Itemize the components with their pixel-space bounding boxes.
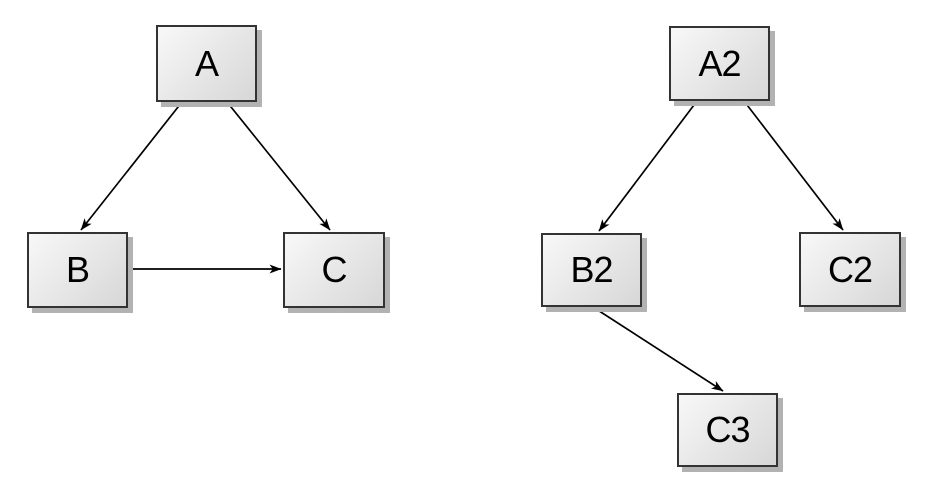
node-label-C2: C2 bbox=[827, 248, 873, 290]
node-A: A bbox=[156, 25, 257, 102]
node-C3: C3 bbox=[677, 393, 778, 467]
node-label-A: A bbox=[194, 42, 219, 84]
node-label-C: C bbox=[321, 249, 348, 290]
node-B2: B2 bbox=[541, 233, 642, 307]
node-A2: A2 bbox=[669, 26, 770, 101]
node-B: B bbox=[27, 232, 128, 308]
node-C2: C2 bbox=[799, 232, 901, 307]
node-label-B2: B2 bbox=[570, 249, 613, 290]
node-label-B: B bbox=[65, 249, 90, 290]
node-C: C bbox=[283, 232, 385, 308]
node-label-C3: C3 bbox=[705, 409, 750, 450]
node-label-A2: A2 bbox=[698, 42, 741, 84]
